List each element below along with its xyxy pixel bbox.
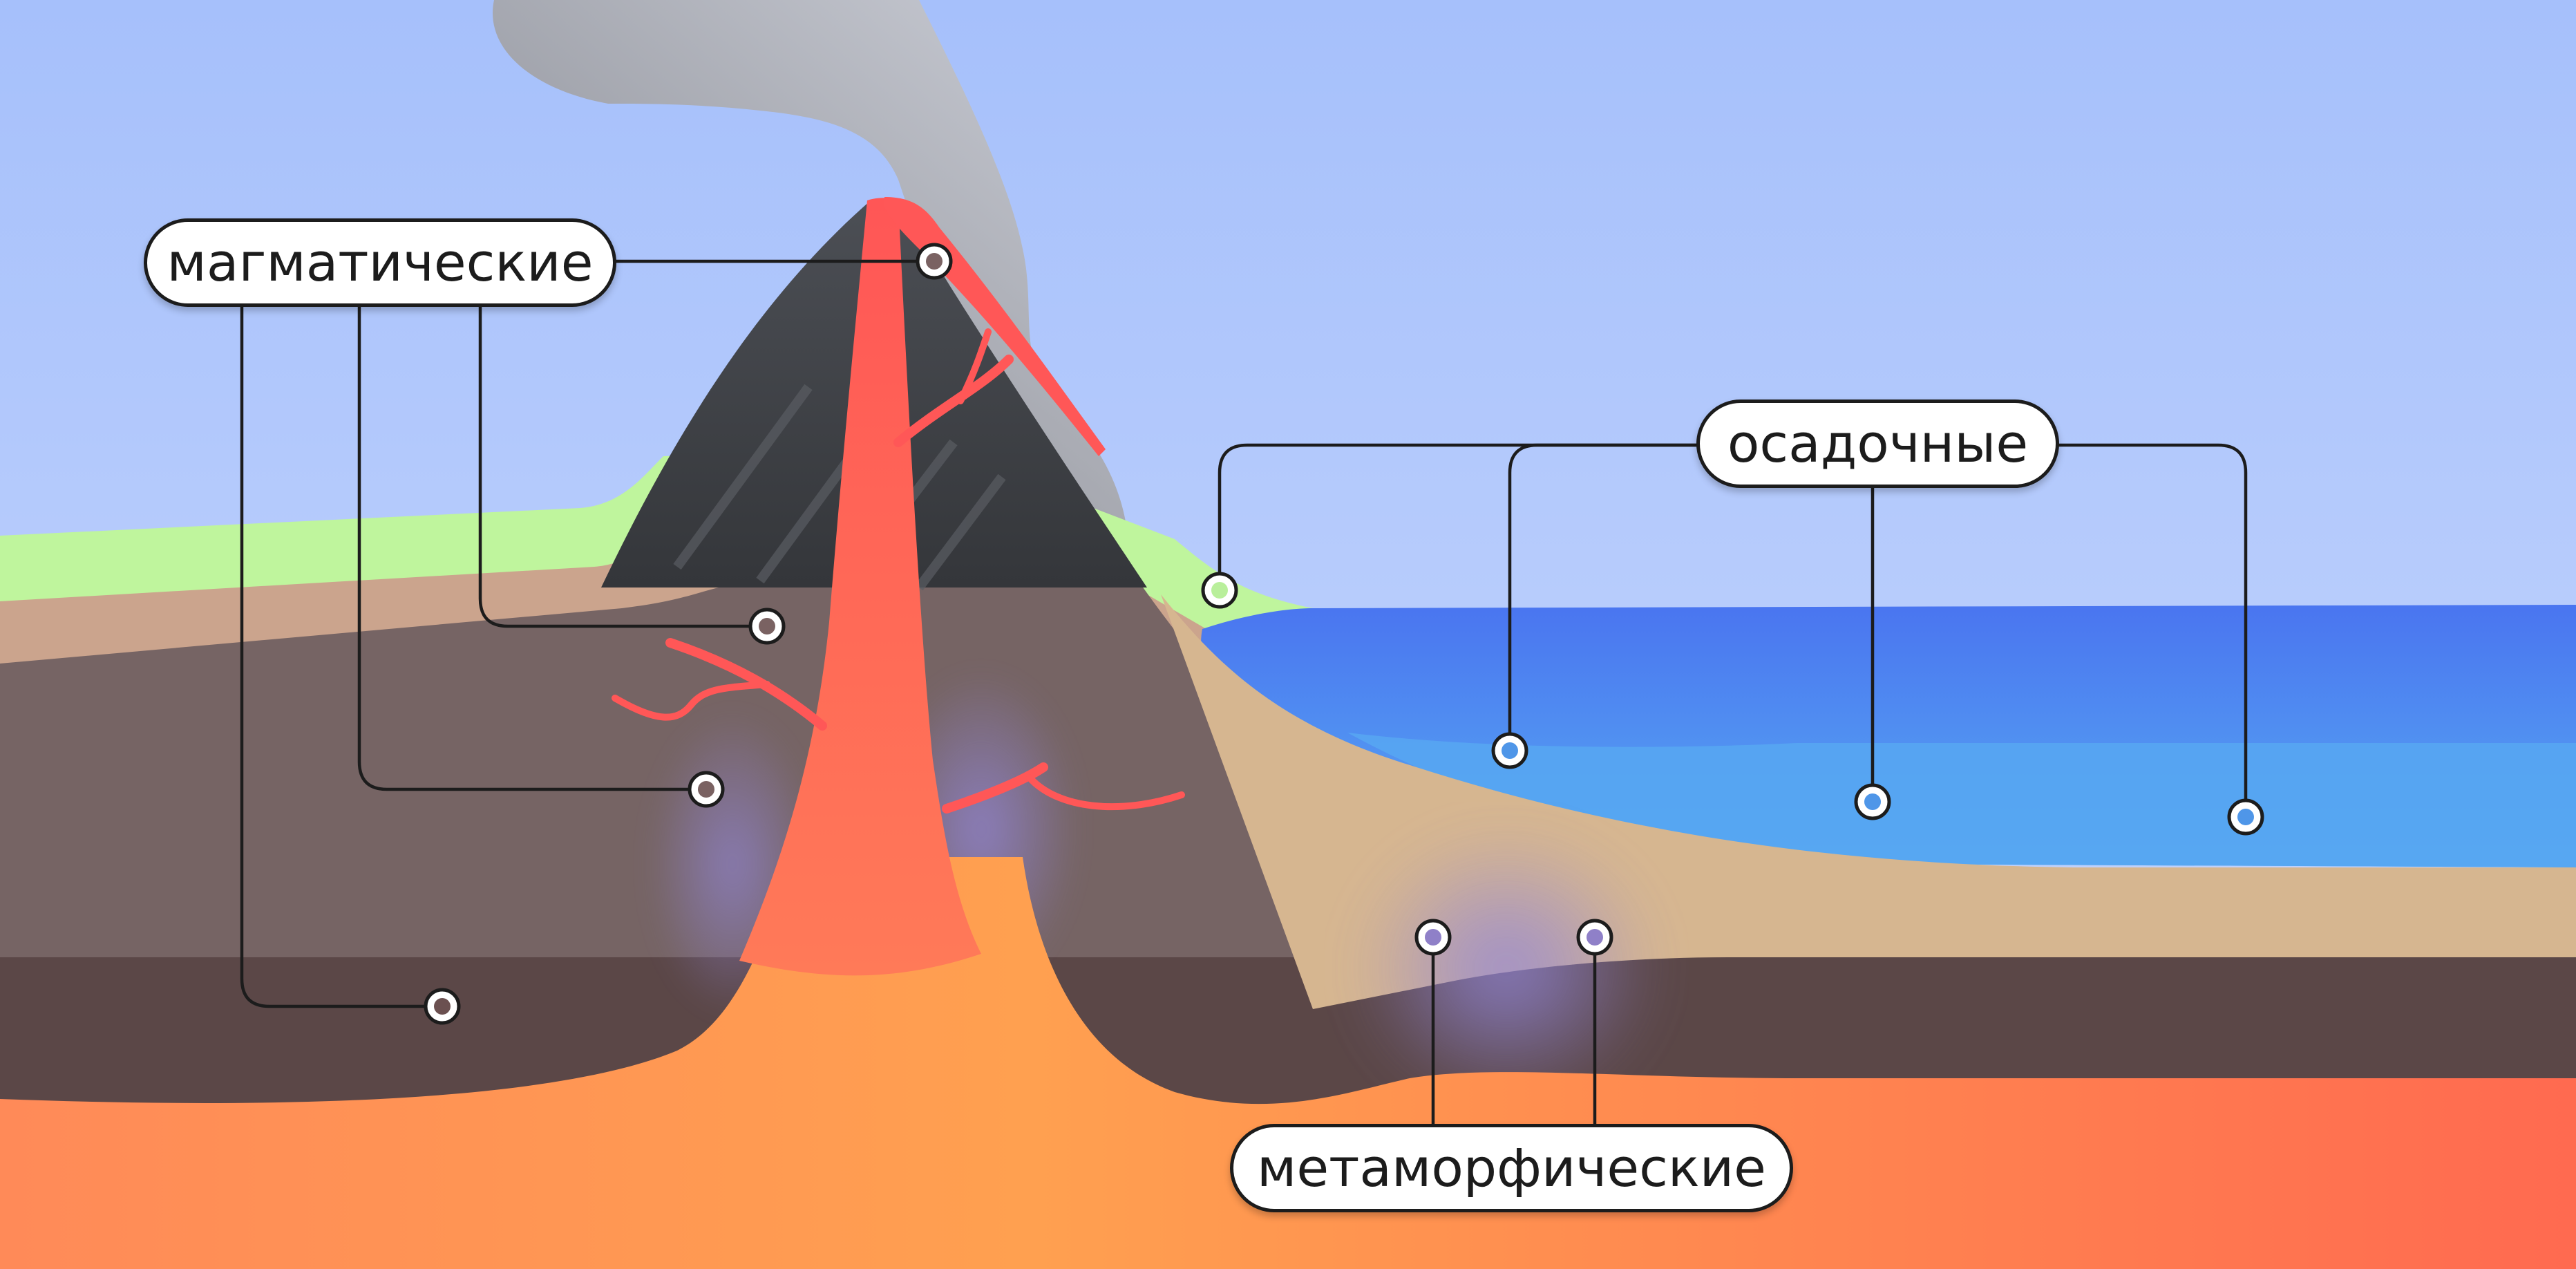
label-igneous: магматические xyxy=(144,218,616,307)
metamorphic-zone-right xyxy=(1354,829,1658,1106)
sedimentary-marker-sea xyxy=(1854,783,1891,820)
connector-lines xyxy=(240,259,2248,1129)
volcano-smoke xyxy=(492,0,1126,525)
sedimentary-marker-land xyxy=(1201,572,1238,609)
label-sedimentary: осадочные xyxy=(1696,400,2059,488)
lava-dikes xyxy=(612,328,1185,814)
igneous-marker-deep xyxy=(424,988,461,1025)
magma-chamber xyxy=(0,857,2576,1269)
igneous-marker-crust-middle xyxy=(688,771,725,808)
igneous-marker-crust-upper xyxy=(748,608,786,645)
sedimentary-marker-deep-sea xyxy=(2227,798,2264,836)
markers xyxy=(424,243,2264,1025)
label-metamorphic: метаморфические xyxy=(1230,1124,1793,1212)
sedimentary-marker-shelf xyxy=(1491,732,1528,769)
metamorphic-marker-right xyxy=(1576,919,1613,956)
lava-vent xyxy=(739,198,981,976)
igneous-marker-volcano xyxy=(916,243,953,280)
metamorphic-marker-left xyxy=(1414,919,1452,956)
